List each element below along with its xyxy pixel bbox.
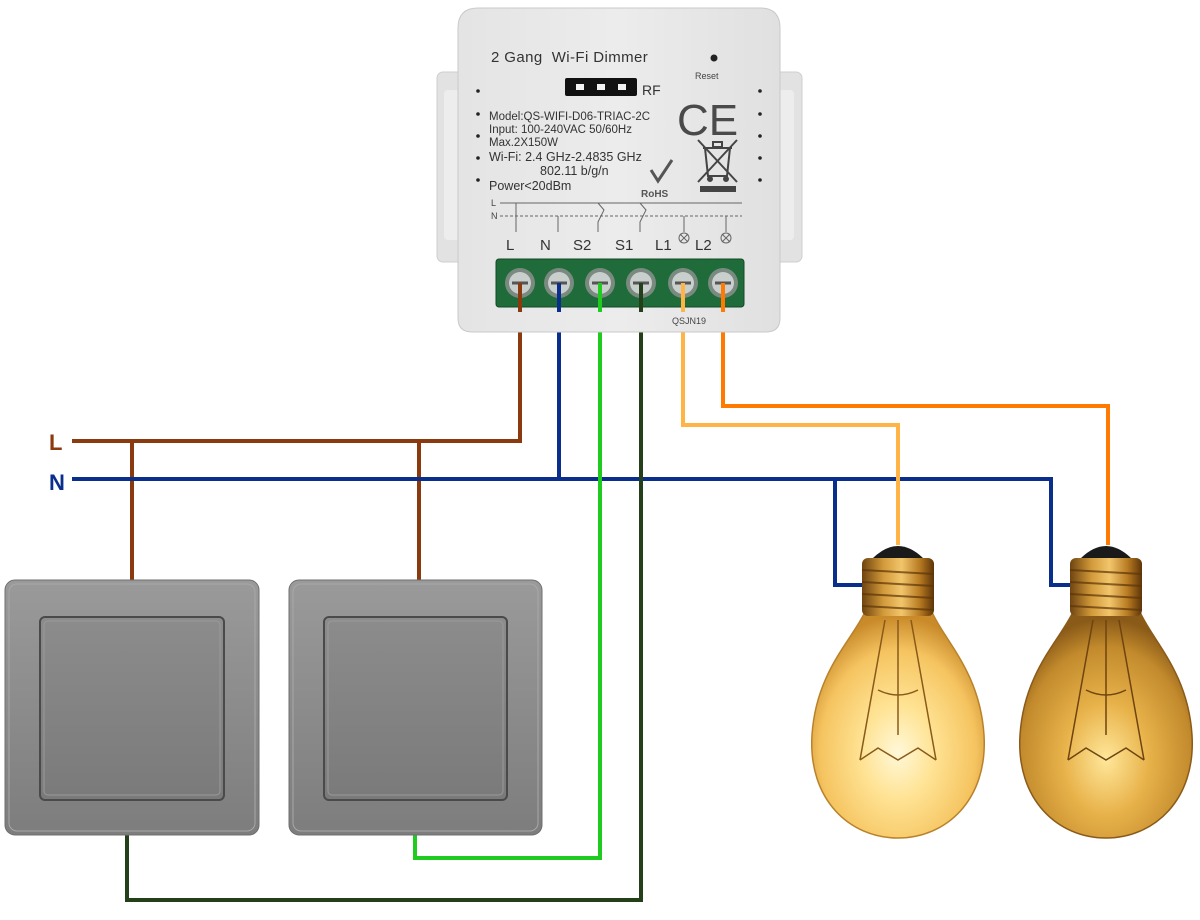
rf-connector: [565, 78, 637, 96]
batch-code: QSJN19: [672, 316, 706, 326]
terminal-block: [495, 258, 745, 308]
mini-rail-l: L: [491, 198, 496, 208]
mini-rail-n: N: [491, 211, 498, 221]
wall-switch-icon[interactable]: [323, 616, 508, 801]
module-title: 2 Gang Wi-Fi Dimmer: [491, 49, 648, 66]
l1-wire: [681, 285, 900, 545]
terminal-label-s2: S2: [573, 237, 591, 254]
rail-label-n: N: [49, 470, 65, 495]
wall-switch-2[interactable]: [288, 579, 543, 836]
bulb-icon: [1019, 546, 1193, 839]
rf-label: RF: [642, 82, 661, 98]
rohs-check-icon: [649, 159, 674, 184]
terminal-label-n: N: [540, 237, 551, 254]
ce-mark-icon: CE: [677, 96, 738, 145]
terminal-label-l1: L1: [655, 237, 672, 254]
terminal-label-l2: L2: [695, 237, 712, 254]
reset-button[interactable]: [710, 54, 718, 62]
spec-power: Power<20dBm: [489, 179, 571, 193]
neutral-wire: [72, 477, 1080, 587]
live-wire: [72, 285, 522, 443]
spec-model: Model:QS-WIFI-D06-TRIAC-2C: [489, 111, 650, 123]
spec-standard: 802.11 b/g/n: [540, 164, 609, 178]
s2-wire: [413, 285, 602, 860]
rail-label-l: L: [49, 430, 62, 455]
l2-wire: [721, 285, 1110, 545]
dimmer-module: 2 Gang Wi-Fi Dimmer Reset RF Model:QS-WI…: [436, 7, 803, 333]
wall-switch-icon[interactable]: [39, 616, 225, 801]
bulb-1: [811, 546, 985, 839]
terminal-label-l: L: [506, 237, 514, 254]
weee-bin-icon: [697, 139, 738, 192]
wall-switch-1[interactable]: [4, 579, 260, 836]
bulb-2: [1019, 546, 1193, 839]
mini-schematic: [500, 202, 742, 244]
spec-wifi: Wi-Fi: 2.4 GHz-2.4835 GHz: [489, 150, 642, 164]
bulb-icon: [811, 546, 985, 839]
reset-label: Reset: [695, 71, 719, 81]
spec-max-load: Max.2X150W: [489, 137, 558, 149]
terminal-label-s1: S1: [615, 237, 633, 254]
spec-input: Input: 100-240VAC 50/60Hz: [489, 124, 632, 136]
s1-wire: [125, 285, 643, 902]
rohs-label: RoHS: [641, 189, 669, 200]
neutral-drop-bulb-1: [833, 479, 865, 587]
wires: [72, 285, 1110, 902]
